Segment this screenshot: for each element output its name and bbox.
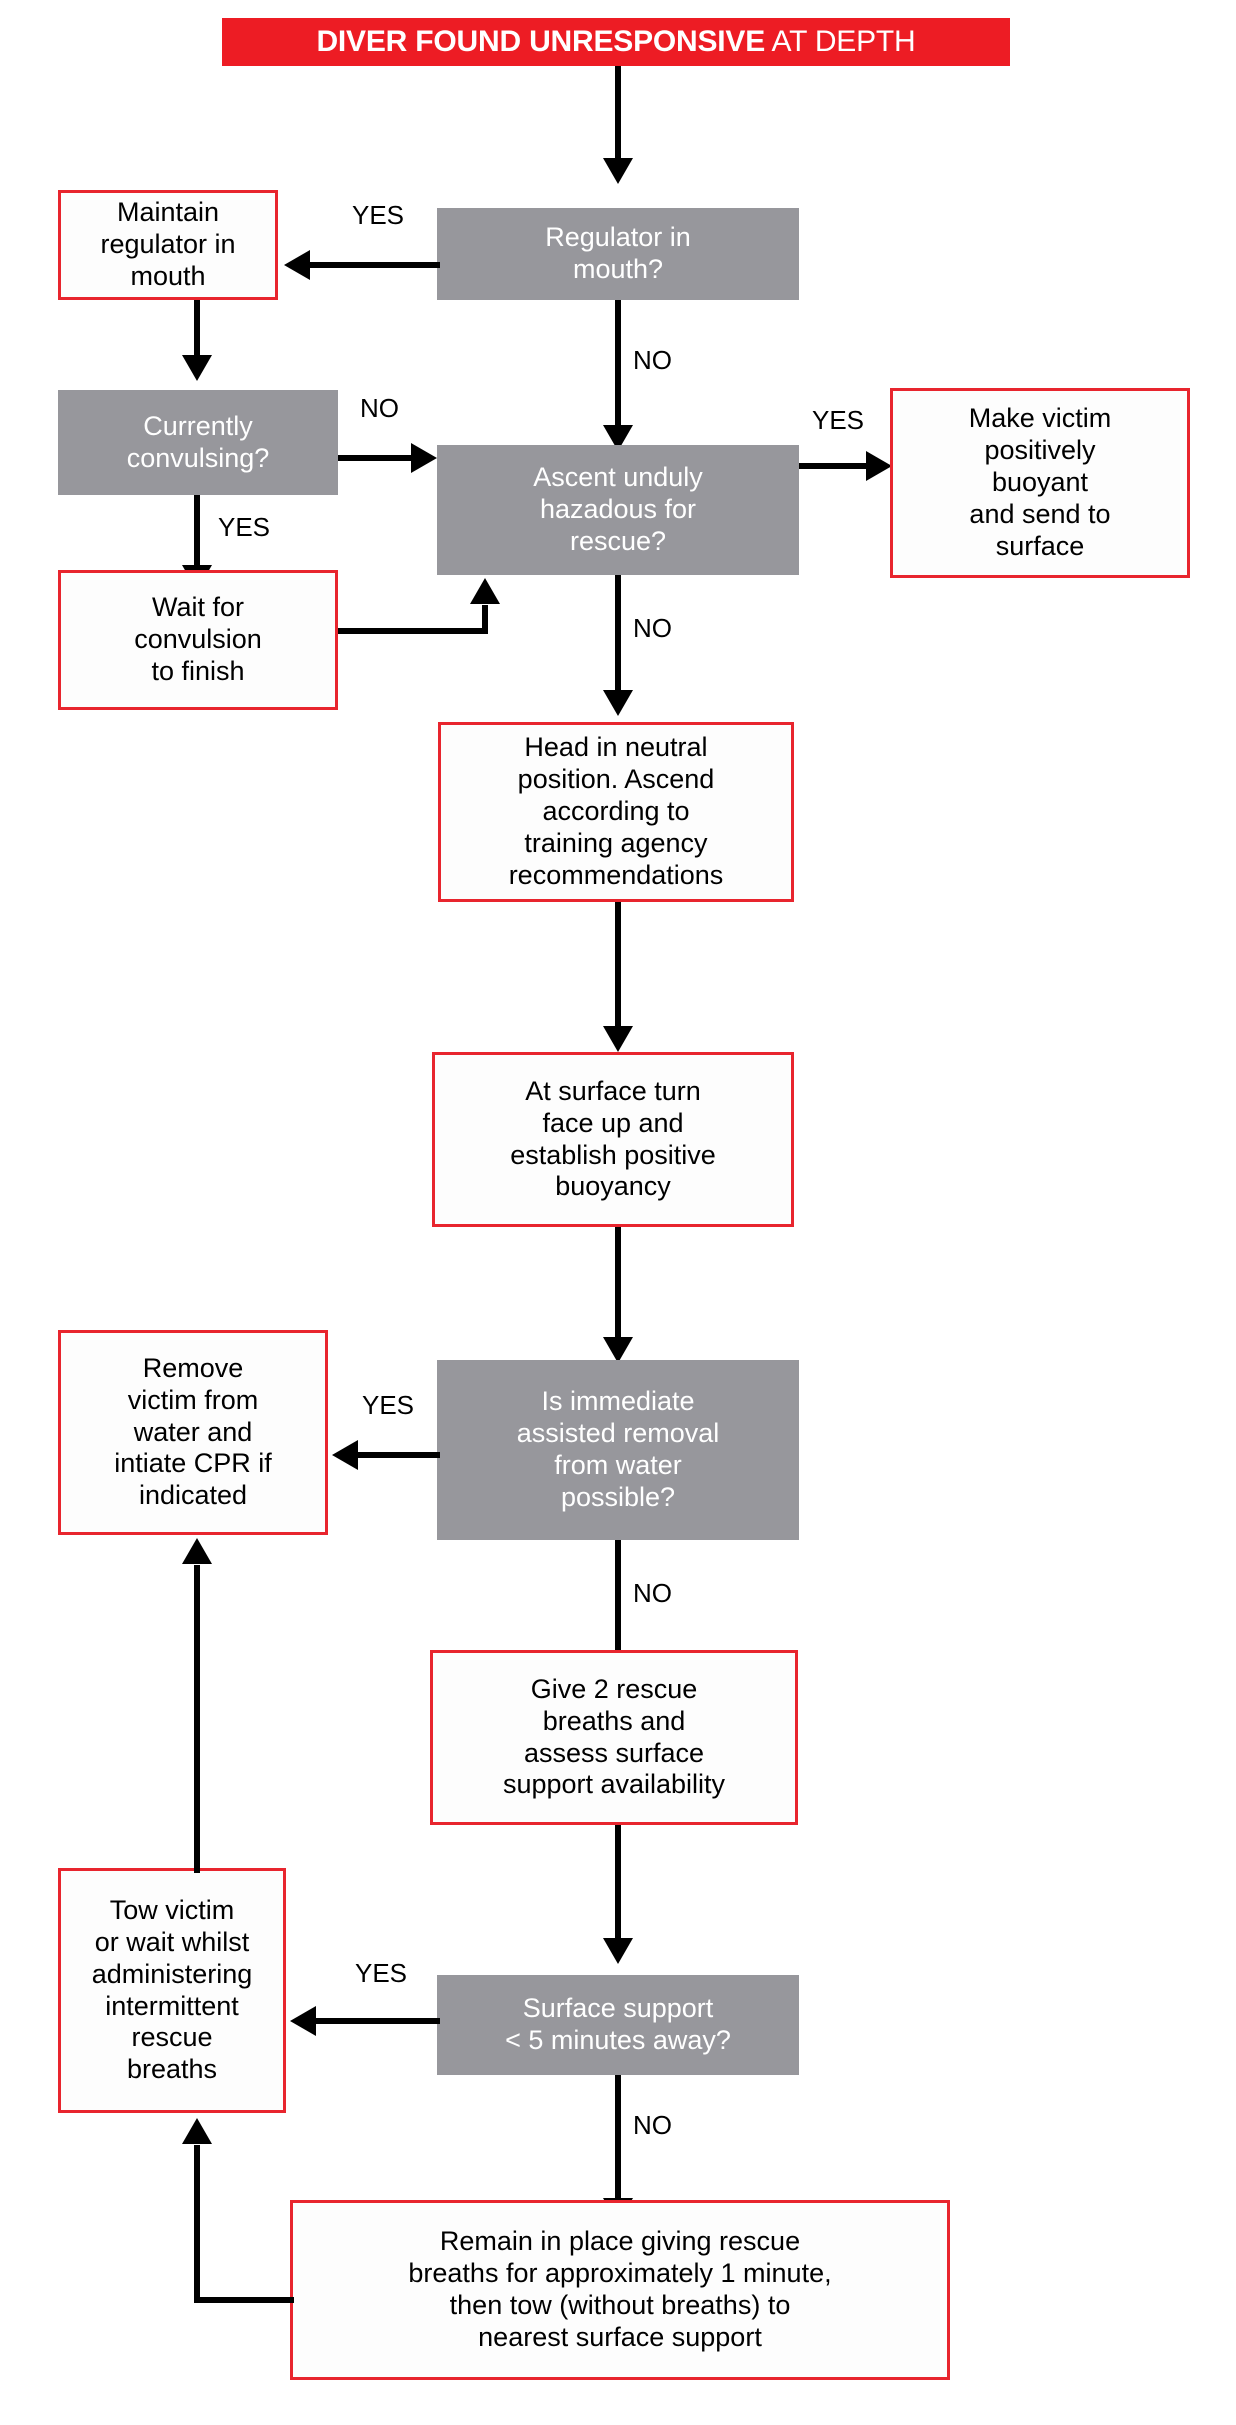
connector-remain-to-tow-vertical (194, 2145, 200, 2303)
node-wait-for-convulsion-label: Wait for convulsion to finish (134, 592, 262, 686)
connector-support-no (615, 2075, 621, 2203)
node-immediate-assisted-removal[interactable]: Is immediate assisted removal from water… (437, 1360, 799, 1540)
node-remain-in-place-label: Remain in place giving rescue breaths fo… (408, 2226, 832, 2352)
node-remain-in-place[interactable]: Remain in place giving rescue breaths fo… (290, 2200, 950, 2380)
node-give-2-rescue-breaths[interactable]: Give 2 rescue breaths and assess surface… (430, 1650, 798, 1825)
chart-title-light: AT DEPTH (765, 25, 916, 58)
edge-label-ascent-no: NO (633, 613, 672, 643)
arrowhead-tow-to-remove (182, 1538, 212, 1564)
node-remove-victim-cpr-label: Remove victim from water and intiate CPR… (114, 1352, 272, 1511)
arrowhead-wait-to-ascent (470, 578, 500, 604)
connector-surface-to-removal (615, 1227, 621, 1342)
node-surface-support-5min[interactable]: Surface support < 5 minutes away? (437, 1975, 799, 2075)
edge-label-regulator-no: NO (633, 345, 672, 375)
node-currently-convulsing-label: Currently convulsing? (126, 410, 270, 473)
connector-convulsing-no (338, 455, 414, 461)
connector-ascent-yes (799, 463, 871, 469)
edge-label-convulsing-no: NO (360, 393, 399, 423)
node-make-positively-buoyant-label: Make victim positively buoyant and send … (968, 403, 1112, 561)
arrowhead-remain-to-tow (182, 2118, 212, 2144)
node-ascent-hazardous-label: Ascent unduly hazadous for rescue? (533, 462, 703, 556)
node-at-surface-face-up-label: At surface turn face up and establish po… (510, 1075, 716, 1202)
connector-support-yes (316, 2018, 440, 2024)
connector-wait-to-ascent-horizontal (338, 628, 488, 634)
arrowhead-support-yes (290, 2006, 316, 2036)
node-surface-support-5min-label: Surface support < 5 minutes away? (505, 1993, 731, 2055)
node-head-neutral-ascend-label: Head in neutral position. Ascend accordi… (508, 732, 724, 890)
node-maintain-regulator[interactable]: Maintain regulator in mouth (58, 190, 278, 300)
connector-remain-to-tow-horizontal (194, 2297, 294, 2303)
arrowhead-convulsing-no (411, 443, 437, 473)
arrowhead-ascent-no (603, 690, 633, 716)
edge-label-regulator-yes: YES (352, 200, 405, 230)
connector-regulator-yes (310, 262, 440, 268)
arrowhead-regulator-yes (284, 250, 310, 280)
node-immediate-assisted-removal-label: Is immediate assisted removal from water… (516, 1386, 720, 1512)
node-tow-victim[interactable]: Tow victim or wait whilst administering … (58, 1868, 286, 2113)
connector-removal-no (615, 1540, 621, 1660)
connector-convulsing-yes (194, 495, 200, 570)
node-give-2-rescue-breaths-label: Give 2 rescue breaths and assess surface… (502, 1673, 726, 1800)
arrowhead-breaths-to-support (603, 1938, 633, 1964)
connector-wait-to-ascent-vertical (482, 605, 488, 631)
chart-title-banner: DIVER FOUND UNRESPONSIVE AT DEPTH (222, 18, 1010, 66)
node-regulator-in-mouth-label: Regulator in mouth? (545, 222, 691, 284)
connector-head-to-surface (615, 902, 621, 1032)
edge-label-support-no: NO (633, 2110, 672, 2140)
node-head-neutral-ascend[interactable]: Head in neutral position. Ascend accordi… (438, 722, 794, 902)
node-currently-convulsing[interactable]: Currently convulsing? (58, 390, 338, 495)
node-wait-for-convulsion[interactable]: Wait for convulsion to finish (58, 570, 338, 710)
node-ascent-hazardous[interactable]: Ascent unduly hazadous for rescue? (437, 445, 799, 575)
connector-ascent-no (615, 575, 621, 695)
edge-label-removal-yes: YES (362, 1390, 415, 1420)
connector-removal-yes (358, 1452, 440, 1458)
connector-tow-to-remove (194, 1565, 200, 1873)
arrowhead-removal-yes (332, 1440, 358, 1470)
connector-breaths-to-support (615, 1825, 621, 1943)
chart-title-strong: DIVER FOUND UNRESPONSIVE (316, 25, 766, 58)
node-regulator-in-mouth[interactable]: Regulator in mouth? (437, 208, 799, 300)
edge-label-ascent-yes: YES (812, 405, 865, 435)
arrowhead-surface-to-removal (603, 1337, 633, 1363)
node-maintain-regulator-label: Maintain regulator in mouth (100, 197, 236, 291)
arrowhead-maintain-to-convulsing (182, 355, 212, 381)
connector-regulator-no (615, 300, 621, 430)
edge-label-removal-no: NO (633, 1578, 672, 1608)
node-make-positively-buoyant[interactable]: Make victim positively buoyant and send … (890, 388, 1190, 578)
node-at-surface-face-up[interactable]: At surface turn face up and establish po… (432, 1052, 794, 1227)
connector-title-to-regulator (615, 66, 621, 162)
edge-label-support-yes: YES (355, 1958, 408, 1988)
arrowhead-ascent-yes (866, 451, 892, 481)
edge-label-convulsing-yes: YES (218, 512, 271, 542)
node-remove-victim-cpr[interactable]: Remove victim from water and intiate CPR… (58, 1330, 328, 1535)
arrowhead-head-to-surface (603, 1026, 633, 1052)
connector-maintain-to-convulsing (194, 300, 200, 360)
node-tow-victim-label: Tow victim or wait whilst administering … (91, 1894, 253, 2085)
arrowhead-title-to-regulator (603, 158, 633, 184)
